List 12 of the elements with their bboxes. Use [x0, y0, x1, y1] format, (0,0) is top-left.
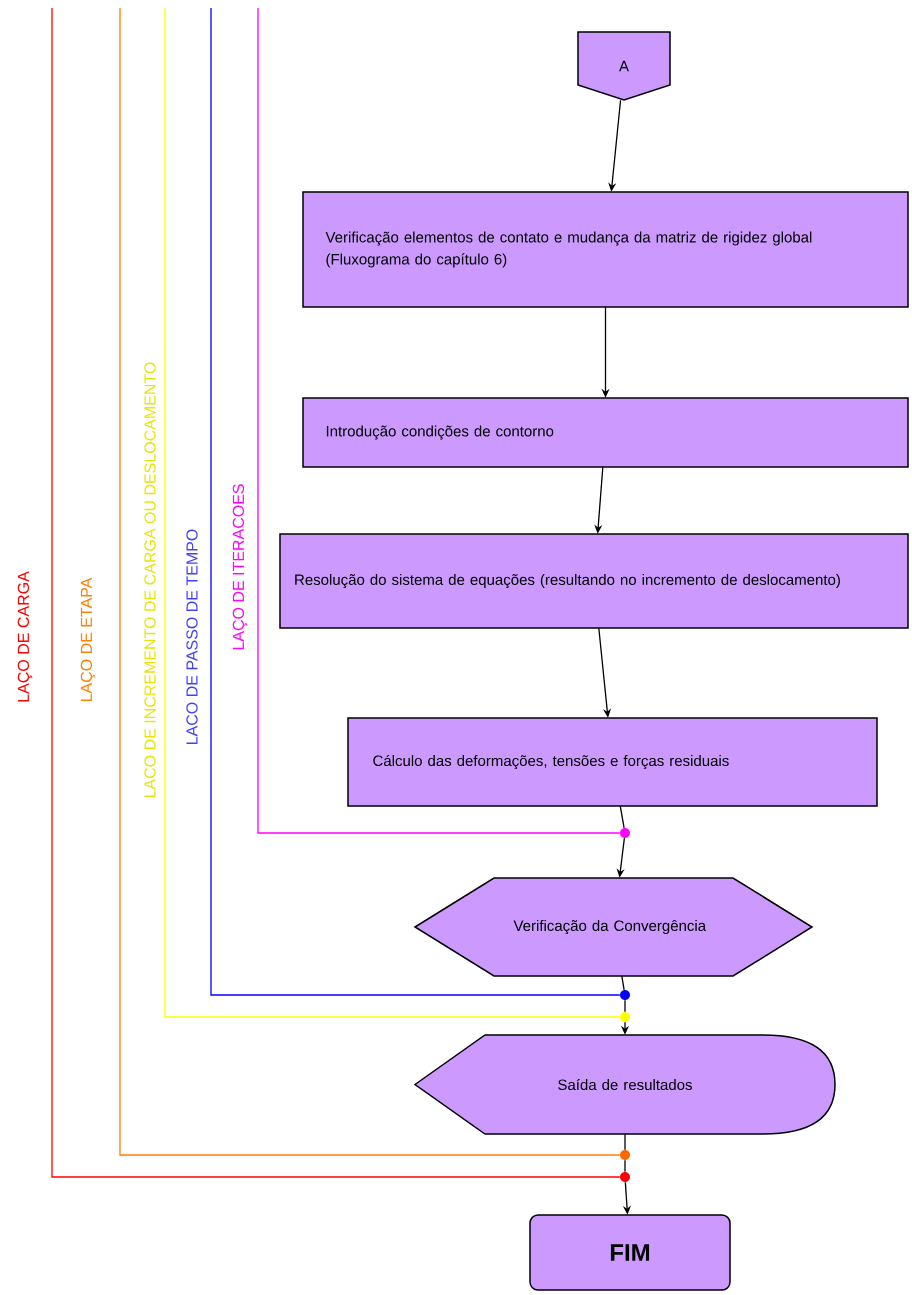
process-box: Introdução condições de contorno: [302, 397, 909, 468]
process-box: Verificação elementos de contato e mudança da matriz de rigidez global (Fluxograma do capítulo 6): [302, 191, 909, 308]
loop-label: LAÇO DE CARGA: [17, 571, 33, 702]
loop-line: [257, 7, 621, 834]
process-box: Resolução do sistema de equações (resultando no incremento de deslocamento): [279, 533, 909, 629]
offpage-connector: A: [577, 31, 671, 101]
loop-label: LACO DE INCREMENTO DE CARGA OU DESLOCAMENTO: [144, 362, 156, 798]
terminal-box: FIM: [529, 1214, 731, 1291]
loop-label: LACO DE PASSO DE TEMPO: [186, 529, 198, 744]
loop-label: LAÇO DE ETAPA: [80, 577, 96, 702]
loop-label: LAÇO DE ITERACOES: [232, 484, 248, 650]
process-box: Cálculo das deformações, tensões e forças residuais: [347, 717, 878, 807]
